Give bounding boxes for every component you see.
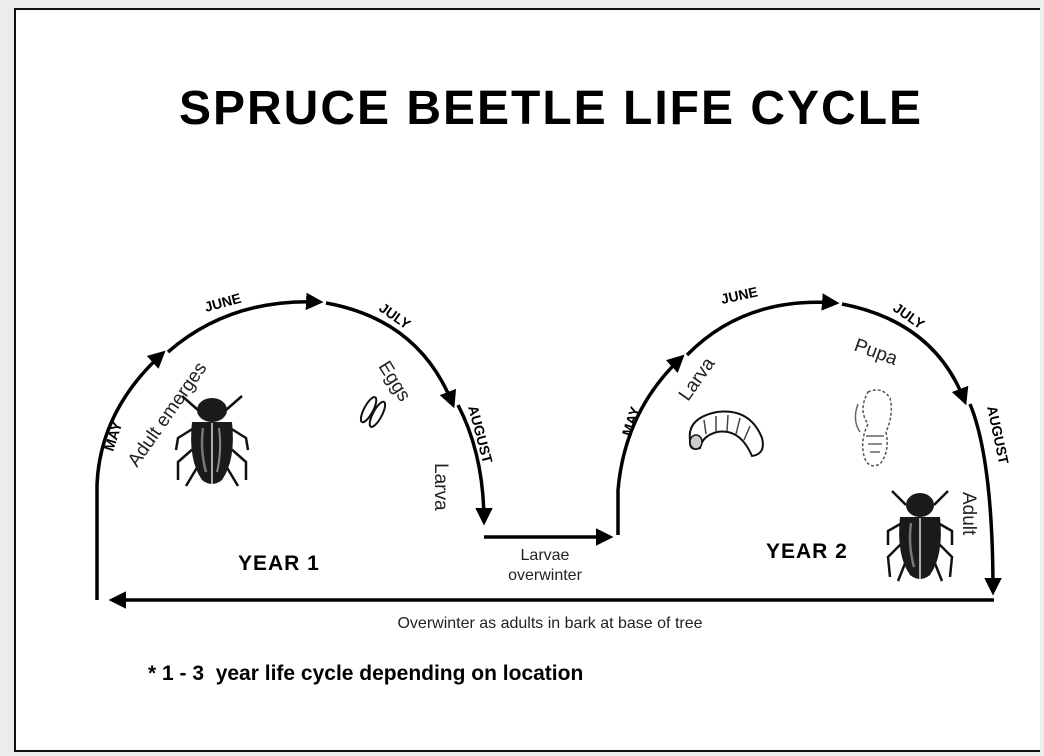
larva-icon: [690, 412, 763, 456]
month-may-y1: MAY: [101, 419, 126, 453]
month-june-y2: JUNE: [719, 284, 759, 307]
stage-larva-y1: Larva: [430, 463, 451, 511]
larvae-overwinter-line1: Larvae: [521, 547, 570, 564]
beetle-icon: [888, 491, 952, 581]
month-august-y2: AUGUST: [984, 404, 1012, 466]
arrow-june-july-y2: [687, 302, 836, 355]
pupa-icon: [855, 390, 891, 466]
year-2-label: YEAR 2: [766, 540, 848, 563]
overwinter-adults-label: Overwinter as adults in bark at base of …: [397, 615, 702, 632]
beetle-icon: [176, 396, 248, 486]
month-july-y2: JULY: [890, 299, 928, 332]
stage-larva-y2: Larva: [675, 354, 720, 405]
month-july-y1: JULY: [376, 299, 414, 332]
diagram-title: SPRUCE BEETLE LIFE CYCLE: [179, 82, 923, 135]
arrow-may-june-y2: [618, 357, 682, 535]
stage-adult-y2: Adult: [958, 492, 979, 536]
stage-eggs: Eggs: [374, 358, 415, 406]
larvae-overwinter-line2: overwinter: [508, 567, 582, 584]
life-cycle-footnote: * 1 - 3 year life cycle depending on loc…: [148, 662, 583, 685]
eggs-icon: [358, 395, 388, 429]
month-may-y2: MAY: [619, 404, 644, 438]
arrow-may-june-y1: [97, 353, 163, 600]
stage-pupa: Pupa: [851, 335, 900, 370]
year-1-label: YEAR 1: [238, 552, 320, 575]
arrow-june-july-y1: [168, 302, 320, 352]
